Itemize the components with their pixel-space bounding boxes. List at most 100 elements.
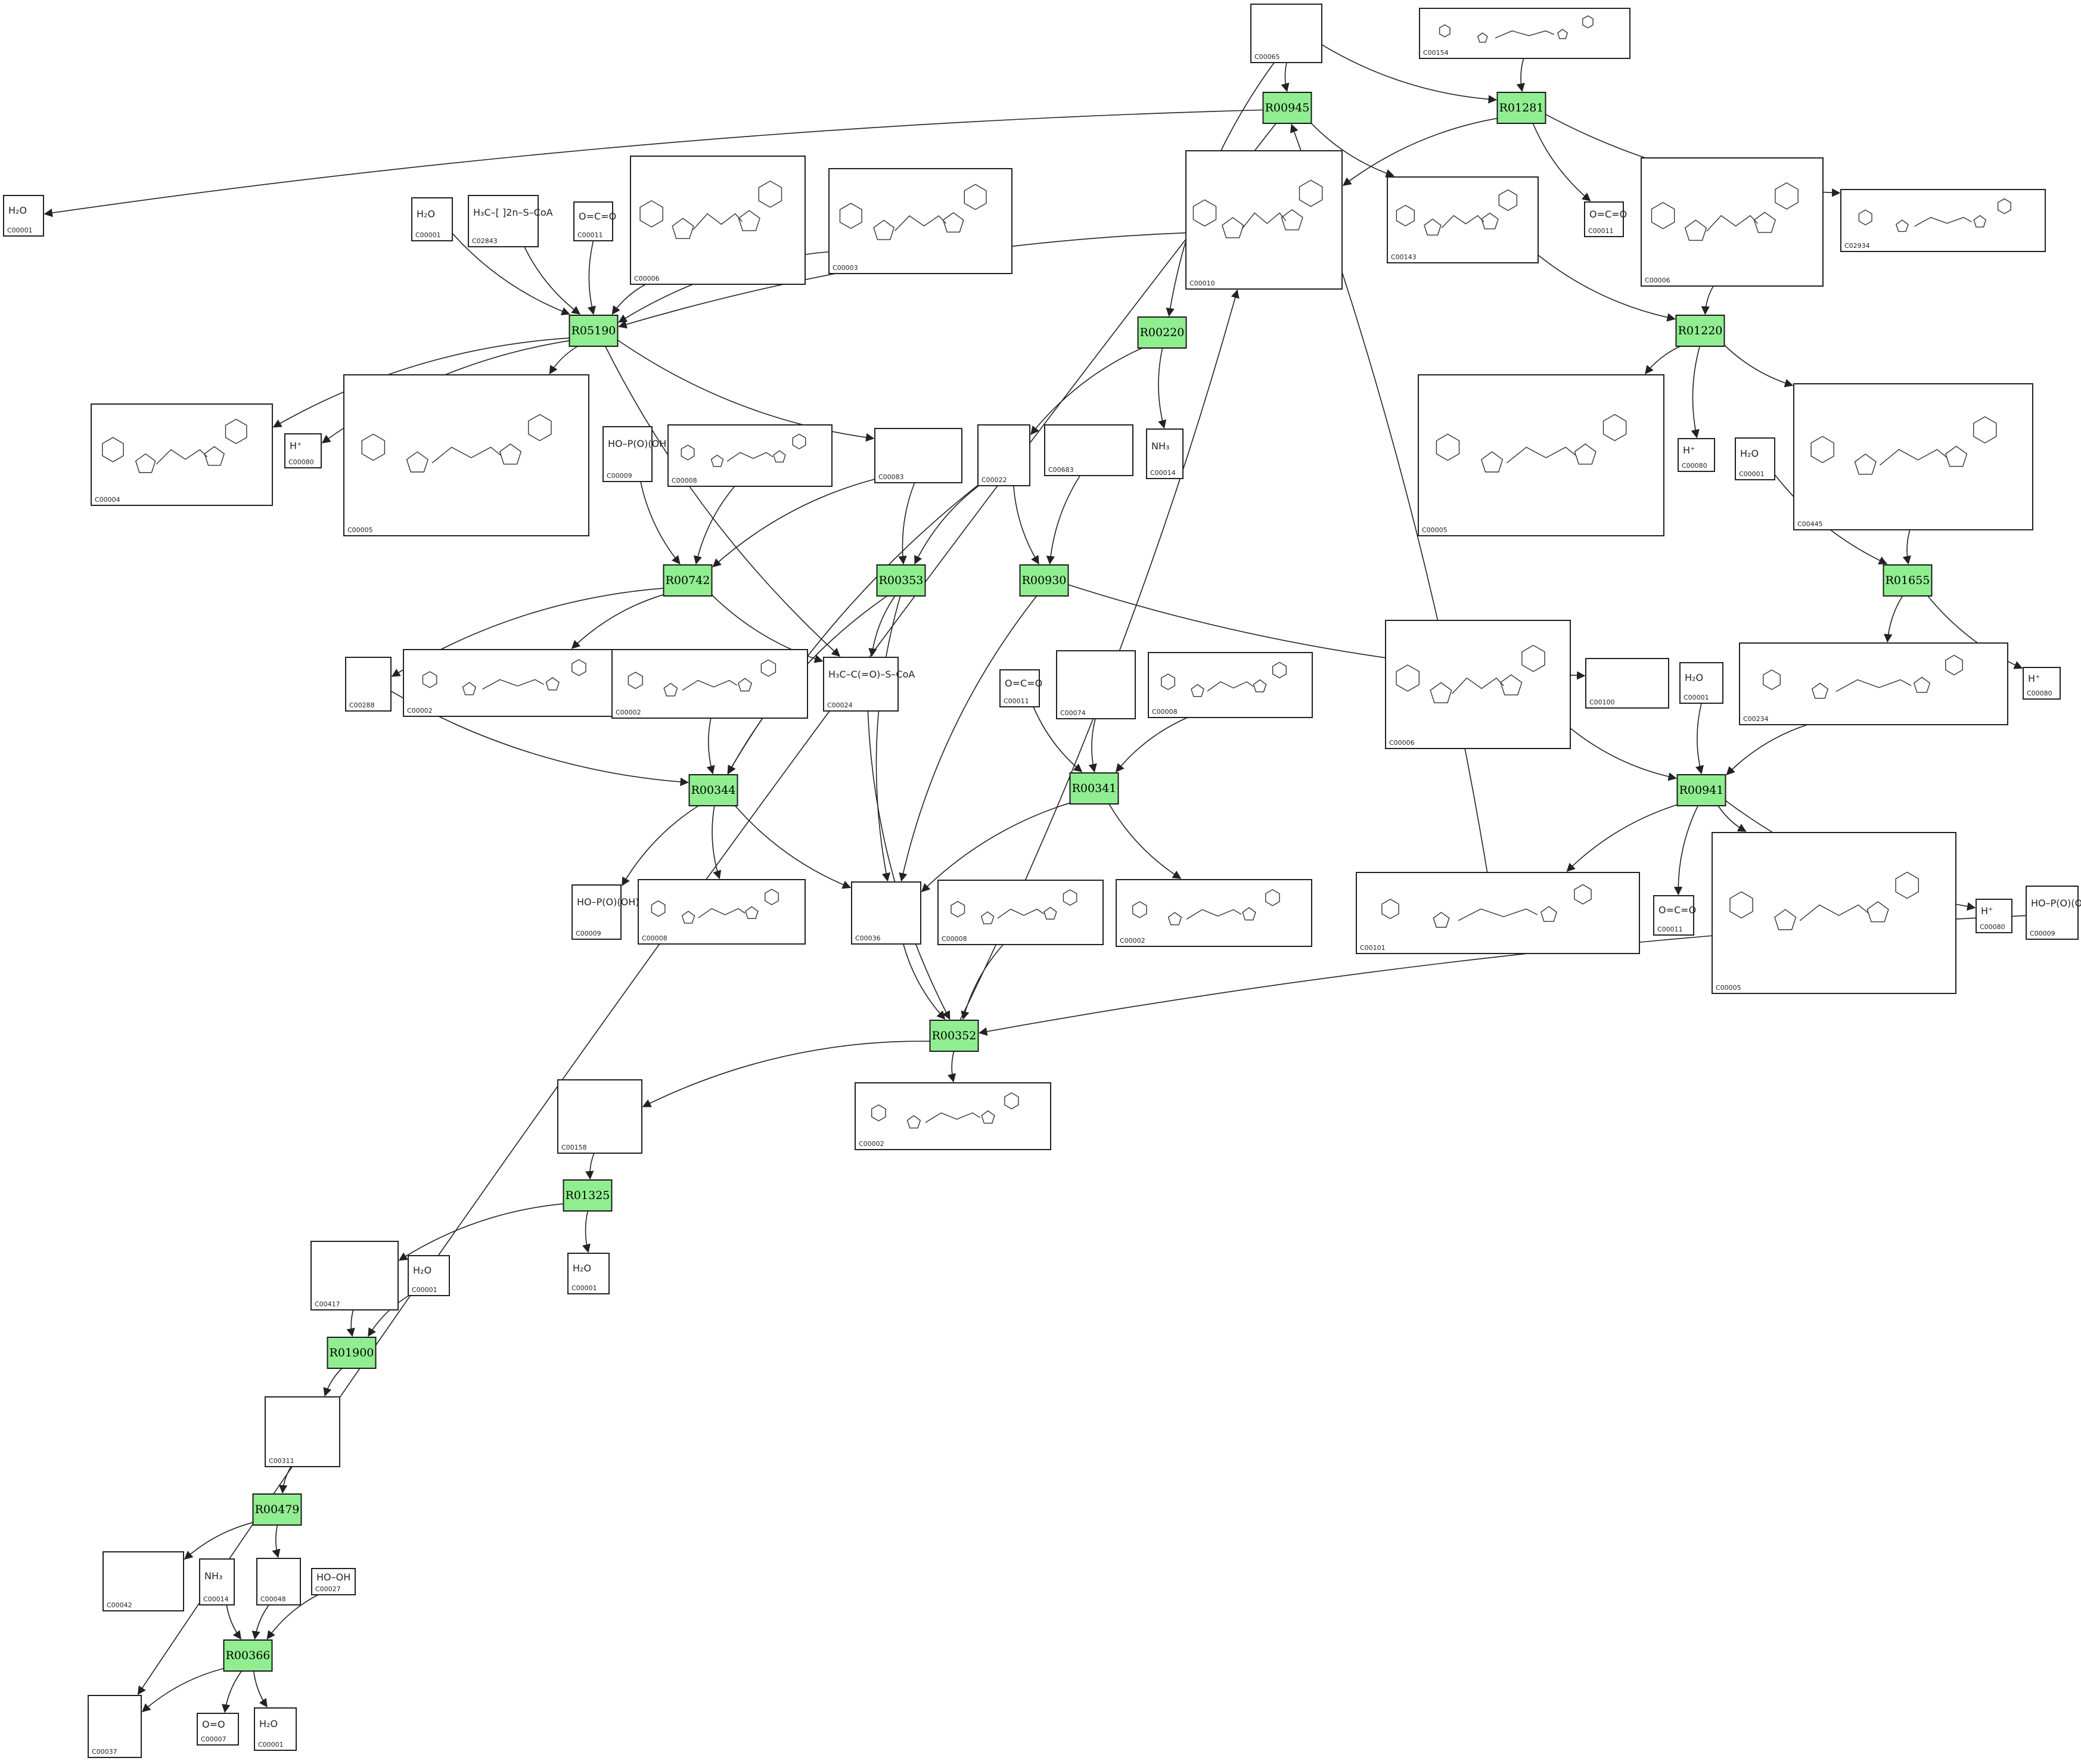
compound-node[interactable]: C00008 — [638, 879, 806, 945]
compound-node[interactable]: C00154 — [1419, 8, 1630, 59]
compound-node[interactable]: C00048 — [256, 1558, 301, 1605]
reaction-node[interactable]: R00366 — [223, 1639, 273, 1672]
compound-node[interactable]: H⁺C00080 — [1976, 899, 2012, 933]
structure-ring — [1281, 209, 1303, 231]
reaction-node[interactable]: R00220 — [1137, 316, 1187, 349]
reaction-box — [1496, 92, 1546, 124]
compound-node[interactable]: C00445 — [1793, 383, 2033, 530]
compound-id: C00024 — [827, 701, 853, 709]
compound-node[interactable]: C00022 — [977, 424, 1030, 486]
structure-ring — [1997, 198, 2011, 215]
reaction-node[interactable]: R00341 — [1069, 772, 1119, 805]
compound-node[interactable]: C00006 — [1641, 157, 1824, 287]
compound-box — [667, 424, 833, 487]
compound-node[interactable]: C00683 — [1044, 424, 1133, 476]
compound-node[interactable]: H⁺C00080 — [2023, 667, 2061, 700]
compound-node[interactable]: C00008 — [667, 424, 833, 487]
reaction-edge — [617, 339, 875, 442]
reaction-node[interactable]: R00742 — [663, 564, 713, 597]
compound-node[interactable]: C00010 — [1185, 150, 1343, 290]
compound-node[interactable]: C00417 — [310, 1241, 399, 1310]
reaction-box — [1262, 92, 1312, 124]
compound-node[interactable]: C02934 — [1840, 189, 2046, 252]
compound-node[interactable]: C00101 — [1356, 872, 1640, 954]
compound-node[interactable]: C00005 — [1418, 374, 1664, 536]
compound-node[interactable]: H⁺C00080 — [1678, 438, 1715, 472]
reaction-node[interactable]: R00945 — [1262, 92, 1312, 124]
reaction-edge — [914, 485, 980, 565]
compound-node[interactable]: C00005 — [1712, 832, 1956, 994]
reaction-node[interactable]: R00941 — [1676, 774, 1726, 806]
reaction-box — [327, 1337, 377, 1369]
structure-ring — [204, 446, 225, 466]
compound-node[interactable]: C00042 — [103, 1551, 184, 1611]
compound-node[interactable]: C00002 — [855, 1082, 1051, 1150]
reaction-node[interactable]: R05190 — [569, 315, 619, 347]
compound-node[interactable]: C00002 — [403, 649, 623, 717]
compound-node[interactable]: C00311 — [265, 1396, 340, 1467]
reaction-edge — [571, 594, 664, 649]
compound-node[interactable]: C00234 — [1739, 642, 2008, 725]
compound-node[interactable]: C00008 — [1148, 652, 1313, 718]
reaction-node[interactable]: R01220 — [1675, 315, 1725, 347]
compound-node[interactable]: C00003 — [828, 168, 1012, 274]
structure-ring — [871, 1104, 886, 1122]
compound-box — [91, 403, 273, 506]
reaction-node[interactable]: R00352 — [929, 1020, 979, 1052]
structure-ring — [135, 453, 156, 473]
structure-ring — [773, 450, 786, 462]
compound-node[interactable]: C00006 — [630, 156, 806, 285]
compound-node[interactable]: C00074 — [1056, 650, 1136, 719]
compound-node[interactable]: C00005 — [343, 374, 589, 536]
compound-id: C00022 — [982, 476, 1007, 484]
compound-node[interactable]: C00065 — [1250, 4, 1322, 63]
compound-id: C00001 — [572, 1284, 597, 1292]
compound-node[interactable]: C00158 — [557, 1079, 642, 1154]
compound-node[interactable]: C00004 — [91, 403, 273, 506]
compound-node[interactable]: C00100 — [1585, 658, 1669, 709]
reaction-node[interactable]: R01281 — [1496, 92, 1546, 124]
compound-node[interactable]: H⁺C00080 — [284, 433, 322, 468]
compound-node[interactable]: C00006 — [1385, 620, 1571, 749]
compound-node[interactable]: C00083 — [874, 428, 962, 483]
compound-node[interactable]: C00008 — [937, 880, 1104, 945]
compound-formula: H₂O — [8, 205, 27, 216]
reaction-node[interactable]: R01900 — [327, 1337, 377, 1369]
compound-node[interactable]: C00143 — [1387, 176, 1539, 263]
reaction-node[interactable]: R00930 — [1019, 564, 1069, 597]
compound-node[interactable]: C00037 — [88, 1695, 142, 1758]
compound-id: C00001 — [1739, 470, 1765, 478]
reaction-node[interactable]: R00344 — [688, 774, 738, 806]
compound-node[interactable]: C00002 — [1116, 879, 1312, 947]
structure-ring — [1132, 901, 1147, 918]
reaction-node[interactable]: R00353 — [876, 564, 926, 597]
reaction-node[interactable]: R00479 — [252, 1493, 302, 1526]
compound-node[interactable]: C00288 — [345, 657, 392, 712]
structure-ring — [1913, 676, 1931, 693]
reaction-node[interactable]: R01325 — [563, 1179, 613, 1212]
compound-node[interactable]: C00036 — [851, 881, 921, 945]
compound-box — [2023, 667, 2061, 700]
compound-node[interactable]: C00002 — [611, 649, 808, 719]
reaction-node[interactable]: R01655 — [1883, 564, 1933, 597]
